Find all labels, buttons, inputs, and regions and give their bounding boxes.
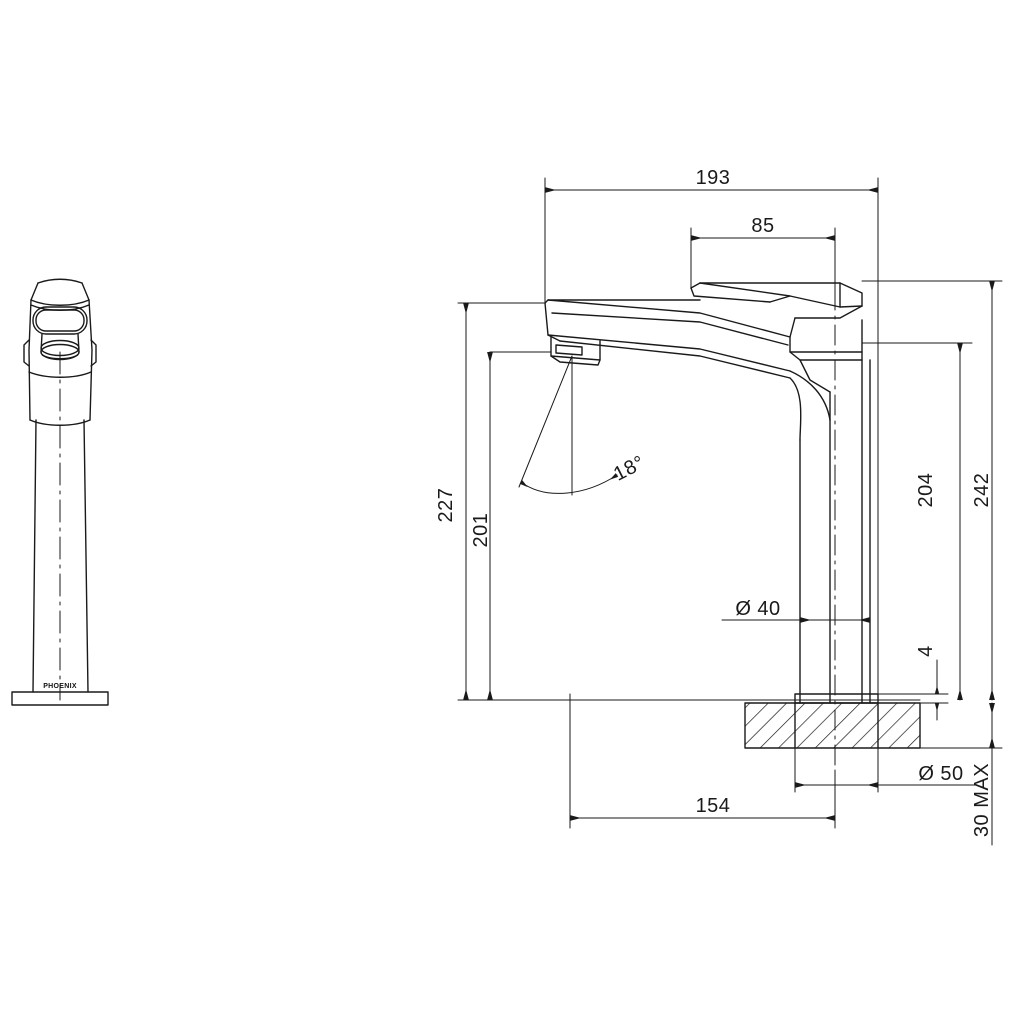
front-base-plate bbox=[11, 691, 109, 706]
dim-label-154: 154 bbox=[696, 795, 731, 817]
front-column-shaft bbox=[32, 419, 89, 693]
front-upper-body bbox=[28, 299, 93, 426]
dim-dia-40 bbox=[721, 617, 871, 704]
dim-label-242: 242 bbox=[971, 473, 993, 508]
dim-154 bbox=[569, 693, 836, 829]
handle-collar bbox=[789, 319, 863, 421]
dim-201 bbox=[487, 351, 552, 701]
dim-204 bbox=[861, 342, 973, 701]
front-head-cap bbox=[30, 278, 90, 311]
dim-193 bbox=[544, 177, 879, 695]
spout-tip-aerator bbox=[550, 336, 601, 366]
base-flange bbox=[794, 693, 879, 704]
dim-label-85: 85 bbox=[751, 215, 774, 237]
brand-logo-text: PHOENIX bbox=[43, 683, 77, 690]
dim-label-dia-50: Ø 50 bbox=[918, 763, 963, 785]
dim-85 bbox=[690, 227, 836, 291]
dim-4 bbox=[877, 659, 949, 721]
spout-body bbox=[544, 299, 791, 379]
dim-label-dia-40: Ø 40 bbox=[735, 598, 780, 620]
lever-handle bbox=[690, 282, 863, 338]
dim-label-193: 193 bbox=[696, 167, 731, 189]
dim-label-201: 201 bbox=[470, 513, 492, 548]
dim-label-204: 204 bbox=[915, 473, 937, 508]
dim-label-4: 4 bbox=[915, 645, 937, 657]
dim-242 bbox=[861, 280, 1003, 701]
dim-30-max bbox=[919, 702, 1003, 846]
dim-dia-50 bbox=[794, 747, 976, 793]
dim-label-30-max: 30 MAX bbox=[971, 763, 993, 837]
counter-section-block bbox=[744, 702, 921, 749]
dim-label-18-deg: 18° bbox=[610, 452, 648, 486]
side-elevation-view bbox=[544, 282, 921, 771]
dim-label-227: 227 bbox=[435, 488, 457, 523]
dimension-labels: 193 85 227 201 18° 204 242 Ø 40 Ø 50 4 3… bbox=[43, 167, 993, 837]
dim-18-deg bbox=[518, 355, 619, 496]
front-elevation-view bbox=[11, 278, 109, 706]
front-lever-handle bbox=[32, 306, 88, 335]
column-body bbox=[789, 359, 871, 704]
dimension-lines bbox=[457, 177, 1003, 846]
dim-227 bbox=[457, 302, 921, 701]
front-side-tabs bbox=[23, 339, 97, 367]
